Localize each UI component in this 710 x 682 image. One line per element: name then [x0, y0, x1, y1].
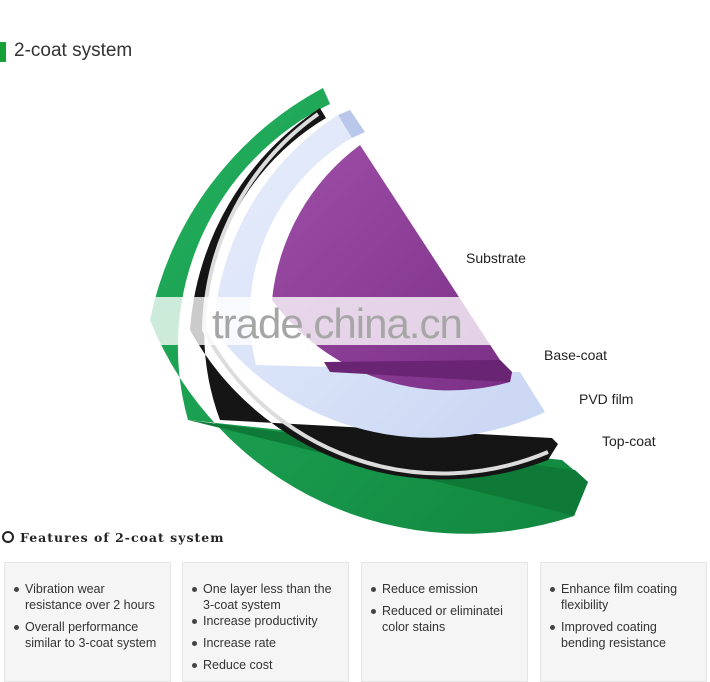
- feature-item: One layer less than the 3-coat system: [191, 581, 340, 613]
- label-substrate: Substrate: [466, 250, 526, 266]
- watermark-text: trade.china.cn: [212, 300, 463, 347]
- circle-bullet-icon: [2, 531, 14, 543]
- title-accent-bar: [0, 42, 6, 62]
- substrate-layer: [272, 145, 512, 391]
- label-top-coat: Top-coat: [602, 433, 656, 449]
- feature-item: Reduced or eliminatei color stains: [370, 603, 519, 635]
- feature-item: Overall performance similar to 3-coat sy…: [13, 619, 162, 651]
- feature-item: Reduce emission: [370, 581, 519, 597]
- feature-item: Reduce cost: [191, 657, 340, 673]
- pvd-film-highlight: [201, 112, 549, 476]
- feature-item: Increase rate: [191, 635, 340, 651]
- feature-item: Enhance film coating flexibility: [549, 581, 698, 613]
- feature-item: Increase productivity: [191, 613, 340, 629]
- features-heading-text: Features of 2-coat system: [20, 530, 225, 545]
- substrate-side: [324, 360, 512, 382]
- label-base-coat: Base-coat: [544, 347, 608, 363]
- feature-item: Improved coating bending resistance: [549, 619, 698, 651]
- feature-card-4: Enhance film coating flexibility Improve…: [540, 562, 707, 682]
- base-coat-edge: [338, 110, 365, 138]
- pvd-film-layer: [190, 108, 558, 480]
- feature-card-3: Reduce emission Reduced or eliminatei co…: [361, 562, 528, 682]
- label-pvd-film: PVD film: [579, 391, 634, 407]
- watermark-band: [0, 297, 710, 345]
- feature-card-1: Vibration wear resistance over 2 hours O…: [4, 562, 171, 682]
- feature-item: Vibration wear resistance over 2 hours: [13, 581, 162, 613]
- features-heading: Features of 2-coat system: [2, 530, 224, 545]
- feature-card-2: One layer less than the 3-coat system In…: [182, 562, 349, 682]
- page-title: 2-coat system: [14, 40, 133, 61]
